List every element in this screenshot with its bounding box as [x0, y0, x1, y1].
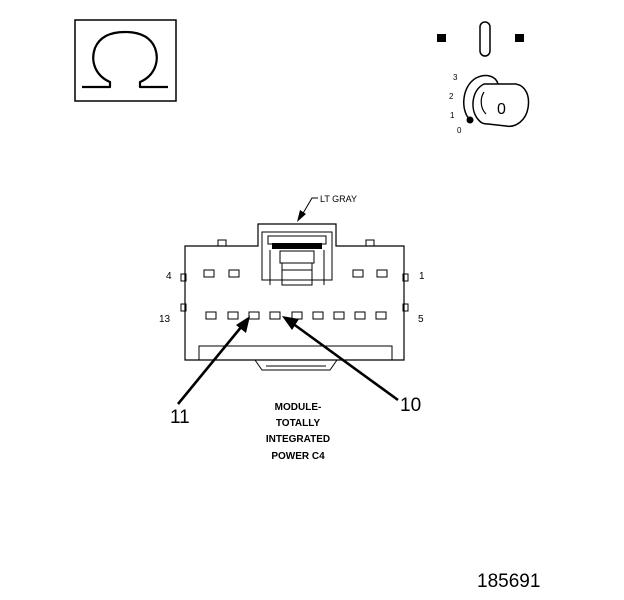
color-leader-line	[301, 197, 318, 216]
cavity	[375, 311, 387, 320]
latch-dark-bar	[272, 243, 322, 249]
probe-arrow-line-11	[176, 325, 244, 405]
latch-frame	[261, 231, 333, 281]
latch-top-bar	[267, 235, 327, 245]
module-label-line-3: INTEGRATED	[266, 434, 330, 445]
ignition-position-0: 0	[457, 126, 462, 135]
cavity	[205, 311, 217, 320]
pin-label-5: 5	[418, 314, 424, 325]
cavity	[291, 311, 303, 320]
ignition-position-2: 2	[449, 92, 454, 101]
module-label-line-2: TOTALLY	[276, 418, 321, 429]
cavity	[354, 311, 366, 320]
ohmmeter-symbol	[74, 19, 177, 102]
ignition-key-icon: 3 2 1 0 0	[437, 21, 530, 135]
ignition-key-label: 0	[497, 101, 506, 118]
latch-inner	[279, 250, 315, 264]
connector-outline	[184, 223, 405, 361]
module-label: MODULE- TOTALLY INTEGRATED POWER C4	[266, 402, 330, 462]
connector-side-tab-right-bottom	[402, 303, 409, 312]
pin-label-4: 4	[166, 271, 172, 282]
ohmmeter-omega-icon	[82, 30, 168, 89]
pin-label-13: 13	[159, 314, 171, 325]
connector-side-tab-left-bottom	[180, 303, 187, 312]
ignition-key-bow	[472, 83, 530, 128]
module-label-line-4: POWER C4	[271, 451, 325, 462]
probe-arrowhead-10	[282, 316, 299, 330]
cavity	[248, 311, 260, 320]
figure-number: 185691	[477, 571, 540, 592]
cavity	[203, 269, 215, 278]
ignition-key-notch	[480, 91, 487, 115]
latch-lower	[281, 262, 313, 286]
connector-latch-left-bump	[217, 239, 227, 247]
ignition-right-mark	[515, 34, 524, 42]
connector-side-tab-left-top	[180, 273, 187, 282]
probe-callouts: 11 10	[170, 316, 421, 428]
ignition-slot	[479, 21, 491, 57]
connector-color-label: LT GRAY	[320, 194, 357, 204]
connector-body: 4 1 13 5	[159, 223, 425, 371]
bottom-row-cavities	[205, 311, 387, 320]
probe-arrow-line-10	[291, 321, 399, 402]
ohmmeter-frame	[74, 19, 177, 102]
ignition-position-dot	[466, 116, 474, 124]
ignition-position-1: 1	[450, 111, 455, 120]
pin-label-1: 1	[419, 271, 425, 282]
color-leader-arrowhead	[297, 210, 306, 222]
connector-side-tab-right-top	[402, 273, 409, 282]
connector-latch-right-bump	[365, 239, 375, 247]
ignition-cylinder	[463, 74, 499, 121]
cavity	[376, 269, 388, 278]
probe-pin-10: 10	[400, 395, 421, 416]
module-label-line-1: MODULE-	[275, 402, 322, 413]
cavity	[352, 269, 364, 278]
ignition-position-3: 3	[453, 73, 458, 82]
color-callout: LT GRAY	[297, 194, 357, 222]
top-row-cavities	[203, 269, 388, 278]
cavity	[228, 269, 240, 278]
connector-skirt	[198, 345, 393, 360]
probe-arrowhead-11	[236, 316, 250, 333]
cavity	[312, 311, 324, 320]
connector-lower-shroud	[254, 359, 338, 371]
probe-pin-11: 11	[170, 407, 190, 428]
cavity	[269, 311, 281, 320]
ignition-left-mark	[437, 34, 446, 42]
cavity	[333, 311, 345, 320]
cavity	[227, 311, 239, 320]
